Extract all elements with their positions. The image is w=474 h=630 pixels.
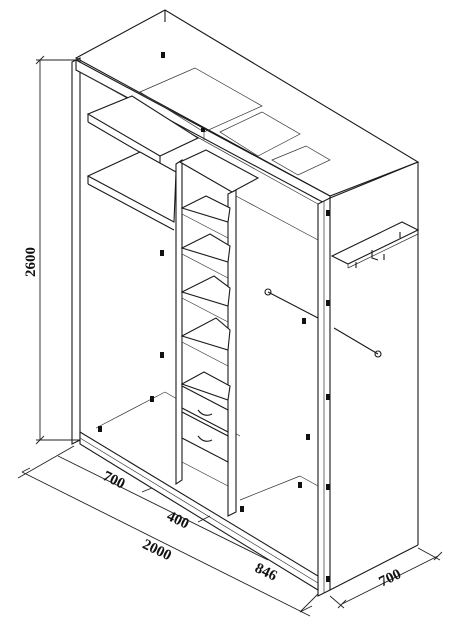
fixings xyxy=(98,52,330,582)
drawer-top xyxy=(181,385,229,433)
left-shelf-middle xyxy=(86,151,177,223)
middle-shelf-1 xyxy=(180,195,231,223)
middle-partition-left xyxy=(175,158,183,486)
depth-dimension: 700 xyxy=(329,547,443,609)
middle-partition-right xyxy=(227,189,237,517)
side-shelf-board xyxy=(330,221,420,265)
height-label: 2600 xyxy=(23,247,39,277)
width-dimension: 700 400 2000 846 xyxy=(17,445,319,617)
wardrobe-carcass xyxy=(71,9,420,597)
total-width-label: 2000 xyxy=(140,537,174,565)
drawer-bottom-handle xyxy=(197,435,213,442)
side-shelf xyxy=(330,221,420,358)
right-section xyxy=(235,195,319,501)
bottom-plinth xyxy=(79,431,319,591)
depth-label: 700 xyxy=(377,566,404,590)
left-side-panel xyxy=(71,57,81,445)
height-dimension: 2600 xyxy=(23,55,80,445)
hanging-rail xyxy=(267,291,319,319)
top-compartments xyxy=(139,67,331,176)
side-rail xyxy=(333,327,379,355)
drawer-bottom xyxy=(181,411,229,463)
middle-section xyxy=(175,149,260,517)
drawer-top-handle xyxy=(197,409,213,416)
middle-shelf-2 xyxy=(180,233,231,263)
middle-shelf-3 xyxy=(180,275,231,307)
left-shelf-top xyxy=(86,95,200,157)
middle-section-label: 400 xyxy=(164,508,191,532)
middle-shelf-4 xyxy=(180,317,231,351)
left-section-label: 700 xyxy=(100,468,127,492)
